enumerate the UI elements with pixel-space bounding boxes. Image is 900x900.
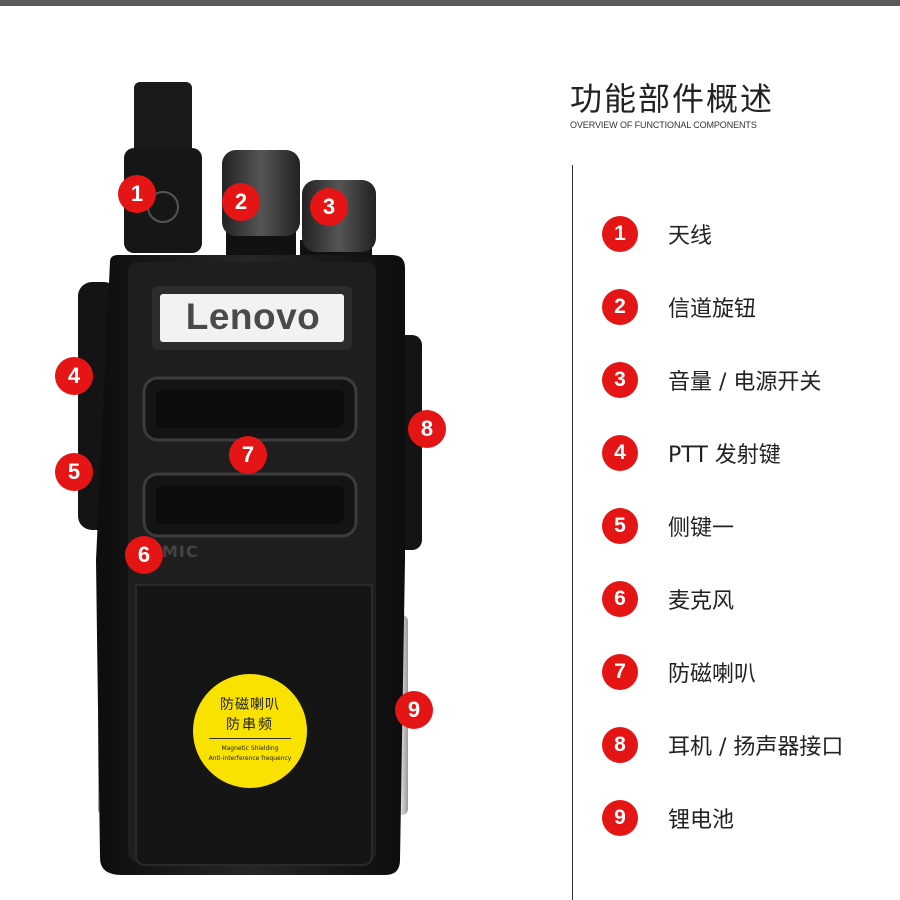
legend-label: 天线 (668, 224, 713, 249)
sticker-line-3: Magnetic Shielding (221, 745, 279, 752)
callout-badge-5: 5 (55, 453, 93, 491)
legend-number: 1 (602, 216, 638, 252)
legend-label: 麦克风 (668, 589, 735, 614)
legend-number: 7 (602, 654, 638, 690)
logo-plate (160, 294, 344, 342)
callout-badge-2: 2 (222, 183, 260, 221)
legend-item: 2 信道旋钮 (602, 287, 900, 327)
legend-number: 8 (602, 727, 638, 763)
legend-number: 9 (602, 800, 638, 836)
legend-label: 耳机 / 扬声器接口 (668, 735, 844, 760)
top-rule (0, 0, 900, 6)
sticker-line-2: 防串频 (226, 717, 274, 733)
divider-line (572, 165, 573, 900)
walkie-talkie-drawing (78, 82, 422, 875)
magnetic-shielding-sticker: 防磁喇叭 防串频 Magnetic Shielding Anti-interfe… (193, 674, 307, 788)
legend-item: 8 耳机 / 扬声器接口 (602, 725, 900, 765)
walkie-talkie-illustration: Lenovo MIC 防磁喇叭 防串频 Magnetic Shielding A… (55, 82, 446, 875)
callout-badge-8: 8 (408, 410, 446, 448)
legend-label: 防磁喇叭 (668, 662, 757, 687)
legend-label: 侧键一 (668, 516, 735, 541)
legend-item: 7 防磁喇叭 (602, 652, 900, 692)
speaker-slot-2-inner (156, 486, 344, 524)
page-subtitle: OVERVIEW OF FUNCTIONAL COMPONENTS (570, 120, 757, 130)
sticker-line-4: Anti-interference frequency (208, 755, 292, 762)
antenna-base (124, 148, 202, 253)
callout-badge-7: 7 (229, 436, 267, 474)
callout-badge-1: 1 (118, 175, 156, 213)
callout-badge-6: 6 (125, 536, 163, 574)
legend-item: 4 PTT 发射键 (602, 433, 900, 473)
legend-number: 6 (602, 581, 638, 617)
legend-item: 5 侧键一 (602, 506, 900, 546)
speaker-slot-1-inner (156, 390, 344, 428)
sticker-line-1: 防磁喇叭 (220, 697, 280, 713)
callout-badge-4: 4 (55, 357, 93, 395)
legend-item: 1 天线 (602, 214, 900, 254)
legend-label: 信道旋钮 (668, 297, 757, 322)
legend-number: 3 (602, 362, 638, 398)
legend-number: 4 (602, 435, 638, 471)
mic-label: MIC (162, 542, 199, 561)
legend-number: 2 (602, 289, 638, 325)
legend-label: 锂电池 (668, 808, 735, 833)
legend-number: 5 (602, 508, 638, 544)
brand-logo: Lenovo (185, 296, 321, 337)
callout-badge-9: 9 (395, 691, 433, 729)
legend-item: 9 锂电池 (602, 798, 900, 838)
legend-label: PTT 发射键 (668, 443, 781, 468)
legend-label: 音量 / 电源开关 (668, 370, 822, 395)
legend-item: 3 音量 / 电源开关 (602, 360, 900, 400)
legend-item: 6 麦克风 (602, 579, 900, 619)
callout-badge-3: 3 (310, 188, 348, 226)
page-title: 功能部件概述 (570, 80, 775, 118)
sticker-rule (209, 738, 291, 739)
